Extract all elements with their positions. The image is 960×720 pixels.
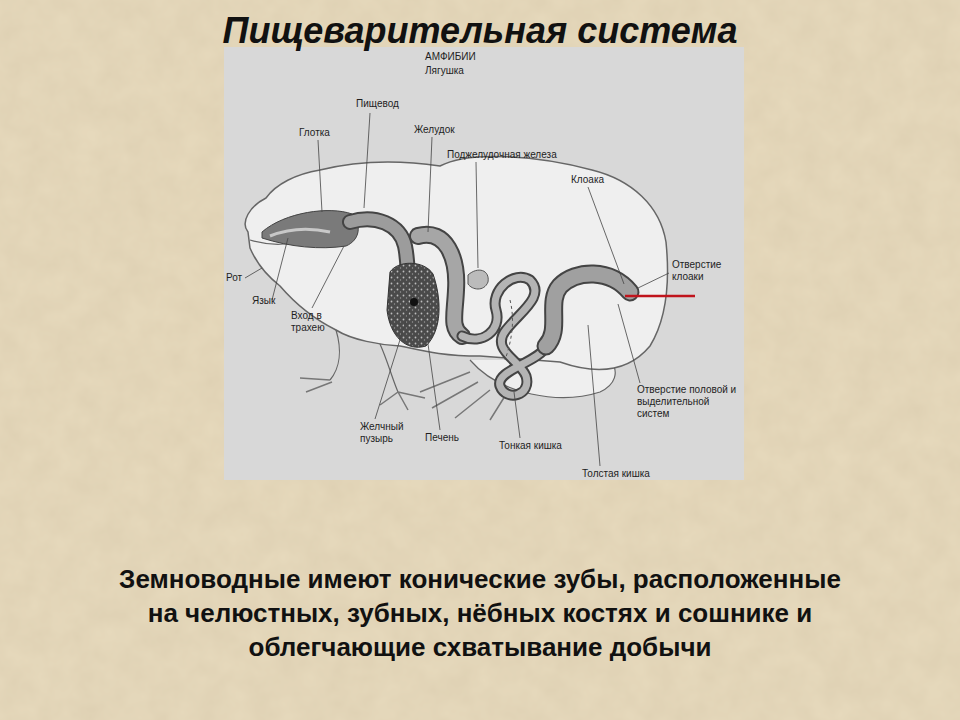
frog-body-outline [245,156,667,369]
part-label: Глотка [299,127,330,139]
part-label: Рот [226,272,242,284]
leader-line [476,162,478,268]
part-label: Отверстие половой и выделительной систем [637,384,739,420]
part-label: Лягушка [425,65,464,77]
front-fingers [300,378,425,410]
part-label: Клоака [571,174,604,186]
leader-line [375,308,410,419]
stomach [418,235,462,336]
leader-line [514,392,520,438]
part-label: Тонкая кишка [499,440,562,452]
part-label: Вход в трахею [291,310,343,334]
leader-line [588,187,624,284]
tongue [270,229,330,236]
part-label: Отверстие клоаки [672,259,730,283]
part-label: Желудок [414,124,455,136]
front-leg [330,330,398,392]
mesentery-dash [505,300,512,360]
part-label: АМФИБИИ [425,51,476,63]
gall-bladder [410,298,418,306]
leader-line [588,325,600,466]
part-label: Пищевод [356,98,399,110]
part-label: Печень [425,432,459,444]
leader-line [638,273,669,288]
page-title: Пищеварительная система [0,10,960,52]
leader-line [312,246,344,308]
small-intestine-edge [462,277,546,395]
small-intestine [462,277,546,395]
leader-line [318,140,322,212]
large-intestine-edge [546,274,630,346]
leader-line [428,344,440,430]
stomach-edge [418,235,462,336]
part-label: Язык [252,295,275,307]
caption-text: Земноводные имеют конические зубы, распо… [115,562,845,664]
leader-line [618,304,640,383]
part-label: Желчный пузырь [360,421,412,445]
liver [387,263,439,347]
part-label: Толстая кишка [582,468,650,480]
red-marker-line [625,295,695,298]
pancreas [468,270,488,289]
leader-line [272,238,288,300]
leader-line [245,268,262,278]
pharynx [262,211,358,248]
figure-panel [224,47,744,480]
leader-line [428,137,432,232]
large-intestine [546,274,630,346]
part-label: Поджелудочная железа [447,149,557,161]
leader-line [364,113,370,208]
